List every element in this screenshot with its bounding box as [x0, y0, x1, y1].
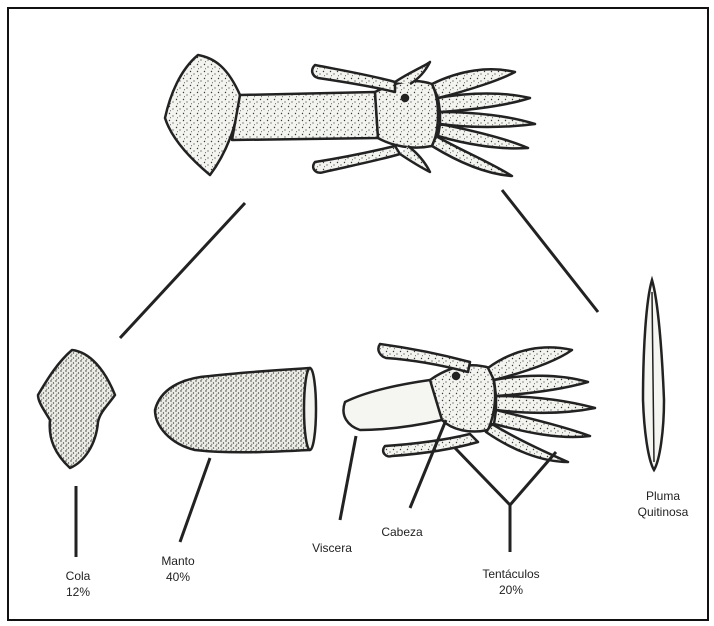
pointer-tentaculos	[455, 448, 556, 552]
label-pluma-line1: Pluma	[626, 488, 700, 504]
label-cola-name: Cola	[56, 568, 100, 584]
part-pluma	[643, 280, 664, 470]
label-manto: Manto 40%	[148, 553, 208, 585]
label-manto-name: Manto	[148, 553, 208, 569]
label-cola: Cola 12%	[56, 568, 100, 600]
whole-squid	[165, 55, 535, 176]
label-tentaculos: Tentáculos 20%	[466, 566, 556, 598]
label-manto-percent: 40%	[148, 569, 208, 585]
pointer-manto	[180, 458, 210, 542]
label-tentaculos-name: Tentáculos	[466, 566, 556, 582]
label-viscera: Viscera	[300, 540, 364, 556]
pointer-viscera	[340, 436, 356, 520]
whole-squid-tentacle-bottom	[313, 146, 400, 173]
whole-squid-mantle	[232, 92, 378, 140]
part-manto	[155, 368, 316, 452]
label-cola-percent: 12%	[56, 584, 100, 600]
whole-squid-head	[375, 81, 438, 147]
part-cola	[38, 350, 115, 468]
label-pluma: Pluma Quitinosa	[626, 488, 700, 520]
label-pluma-line2: Quitinosa	[626, 504, 700, 520]
part-head-group	[343, 344, 595, 462]
part-viscera	[343, 380, 442, 430]
label-viscera-name: Viscera	[300, 540, 364, 556]
label-cabeza: Cabeza	[370, 524, 434, 540]
connector-line-left	[120, 203, 245, 338]
whole-squid-tail	[165, 55, 240, 175]
pointer-cabeza	[410, 420, 446, 508]
whole-squid-tentacle-top	[312, 65, 395, 92]
connector-line-right	[502, 190, 598, 312]
label-cabeza-name: Cabeza	[370, 524, 434, 540]
label-tentaculos-percent: 20%	[466, 582, 556, 598]
